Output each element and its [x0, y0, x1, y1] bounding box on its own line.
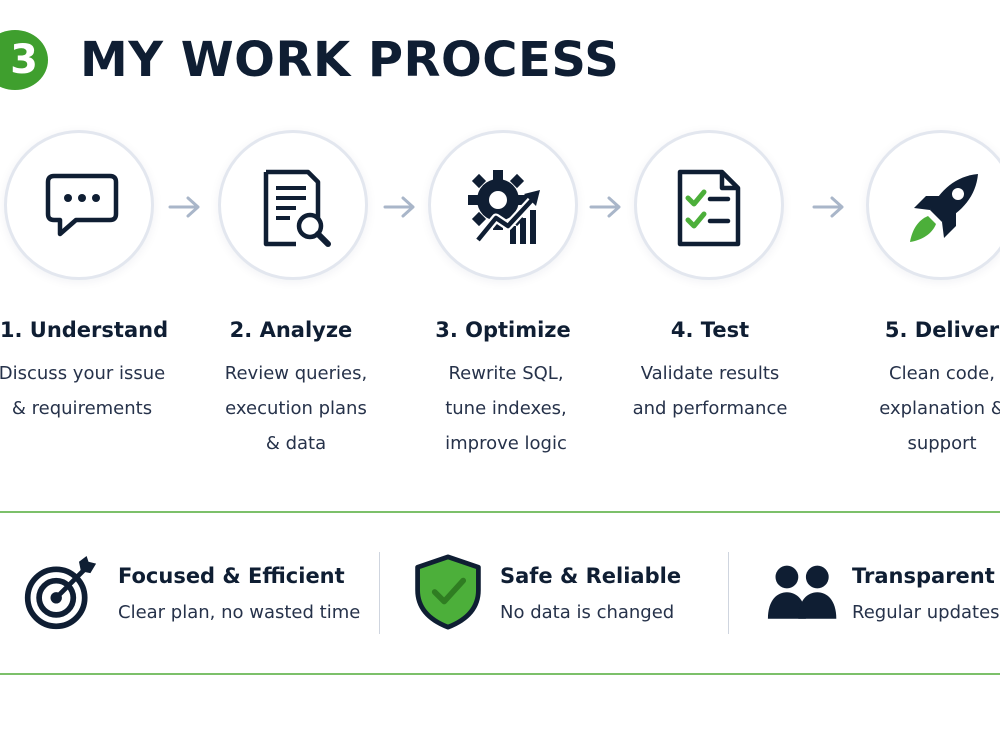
step-1-description: Discuss your issue & requirements [0, 363, 166, 419]
target-icon [24, 556, 97, 630]
feature-2-description: No data is changed [500, 602, 675, 623]
step-4-description: Validate results and performance [632, 363, 788, 419]
feature-2-title: Safe & Reliable [500, 564, 682, 588]
step-2-title: 2. Analyze [229, 318, 353, 342]
rocket-icon [910, 174, 978, 242]
feature-1-description: Clear plan, no wasted time [118, 602, 361, 623]
top-divider-line [0, 511, 1000, 513]
step-4-title: 4. Test [670, 318, 750, 342]
bottom-divider-line [0, 673, 1000, 675]
feature-3-description: Regular updates [852, 602, 1000, 623]
feature-1-title: Focused & Efficient [118, 564, 345, 588]
arrow-right-icon [168, 196, 200, 218]
arrow-right-icon [383, 196, 415, 218]
feature-3-title: Transparent [852, 564, 995, 588]
section-number-badge: 3 [0, 30, 48, 90]
step-3-title: 3. Optimize [435, 318, 571, 342]
step-4-circle [634, 130, 784, 280]
step-1-circle [4, 130, 154, 280]
checklist-icon [677, 169, 741, 247]
arrow-right-icon [812, 196, 844, 218]
step-3-circle [428, 130, 578, 280]
step-2-circle [218, 130, 368, 280]
people-icon [767, 565, 837, 619]
document-search-icon [263, 169, 331, 247]
shield-check-icon [415, 554, 481, 630]
step-3-description: Rewrite SQL, tune indexes, improve logic [445, 363, 567, 454]
page-title: MY WORK PROCESS [80, 32, 620, 88]
step-2-description: Review queries, execution plans & data [224, 363, 368, 454]
step-5-circle [866, 130, 1000, 280]
gear-chart-icon [468, 170, 540, 244]
feature-divider [379, 552, 380, 634]
step-1-title: 1. Understand [0, 318, 169, 342]
step-5-description: Clean code, explanation & support [879, 363, 1000, 454]
feature-divider [728, 552, 729, 634]
arrow-right-icon [589, 196, 621, 218]
step-5-title: 5. Deliver [884, 318, 1000, 342]
chat-bubble-icon [45, 173, 119, 237]
